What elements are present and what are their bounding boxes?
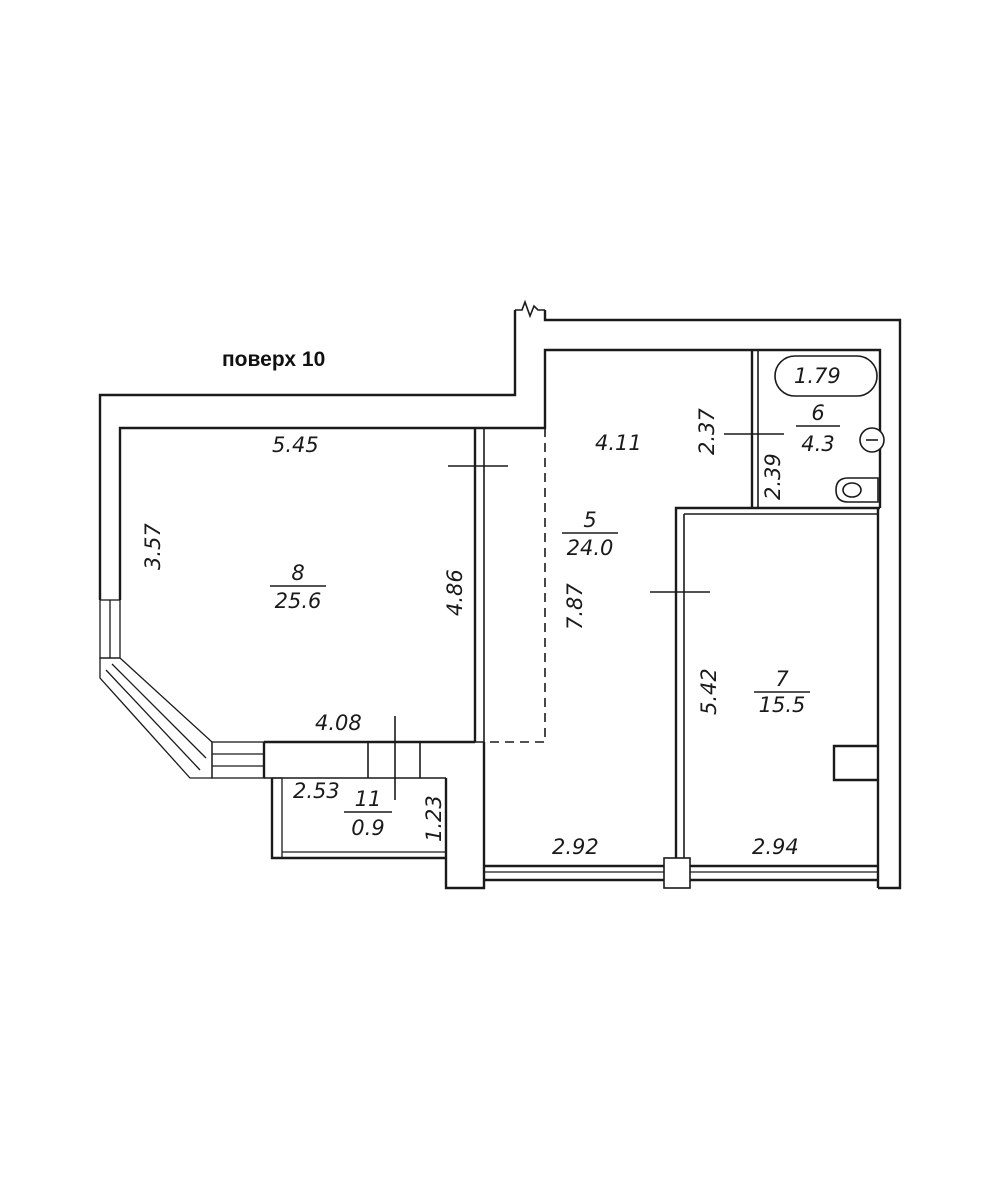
room-label-11: 11 0.9: [344, 787, 392, 840]
dim-room7-height: 5.42: [697, 668, 721, 715]
dim-room8-top: 5.45: [272, 433, 319, 457]
dim-room5-top: 4.11: [595, 431, 642, 455]
bathroom: [724, 350, 885, 510]
column: [663, 857, 691, 889]
svg-text:24.0: 24.0: [567, 536, 614, 560]
room-label-6: 6 4.3: [796, 401, 840, 456]
room-label-7: 7 15.5: [754, 667, 810, 717]
svg-text:11: 11: [355, 787, 382, 811]
dim-room8-left: 3.57: [141, 523, 165, 570]
svg-text:25.6: 25.6: [275, 589, 322, 613]
svg-text:8: 8: [291, 561, 304, 585]
kitchen-zone-outline: [475, 428, 546, 743]
svg-text:15.5: 15.5: [759, 693, 806, 717]
bathtub-icon: [774, 355, 878, 397]
dim-balcony-width: 2.53: [293, 779, 340, 803]
dim-bathtub-length: 1.79: [794, 364, 841, 388]
outer-walls: [98, 299, 902, 890]
room-label-8: 8 25.6: [270, 561, 326, 613]
bottom-window: [484, 857, 878, 889]
dim-room8-bottom: 4.08: [315, 711, 362, 735]
dim-room7-bottom: 2.94: [752, 835, 799, 859]
svg-text:7: 7: [775, 667, 789, 691]
dim-room5-bottom: 2.92: [552, 835, 599, 859]
bay-window: [99, 599, 265, 779]
dim-bath-height: 2.39: [761, 453, 785, 500]
partition-8-5: [448, 428, 508, 742]
floor-label: поверх 10: [222, 348, 325, 371]
balcony: [264, 716, 486, 890]
svg-text:6: 6: [811, 401, 824, 425]
dim-balcony-depth: 1.23: [422, 795, 446, 842]
svg-text:4.3: 4.3: [801, 432, 834, 456]
svg-text:5: 5: [583, 508, 596, 532]
room7-walls: [650, 506, 878, 858]
dim-room8-right: 4.86: [443, 569, 467, 616]
room-label-5: 5 24.0: [562, 508, 618, 560]
dim-room5-height: 7.87: [563, 583, 587, 630]
svg-text:0.9: 0.9: [351, 816, 384, 840]
dim-corridor-to-bath: 2.37: [695, 408, 719, 455]
